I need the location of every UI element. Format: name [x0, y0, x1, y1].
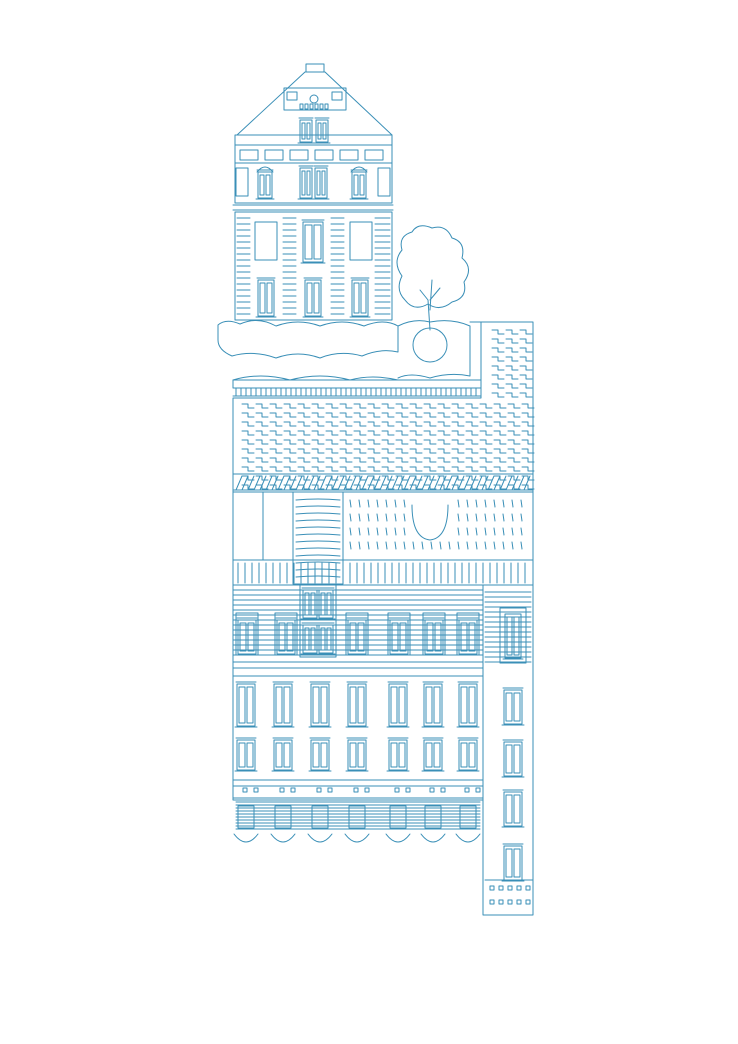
lower-building — [232, 584, 484, 843]
top-house — [232, 63, 394, 321]
tree-and-hedge — [217, 225, 482, 397]
right-tower — [482, 584, 534, 916]
middle-section — [232, 473, 534, 586]
tiled-roof — [232, 321, 535, 491]
